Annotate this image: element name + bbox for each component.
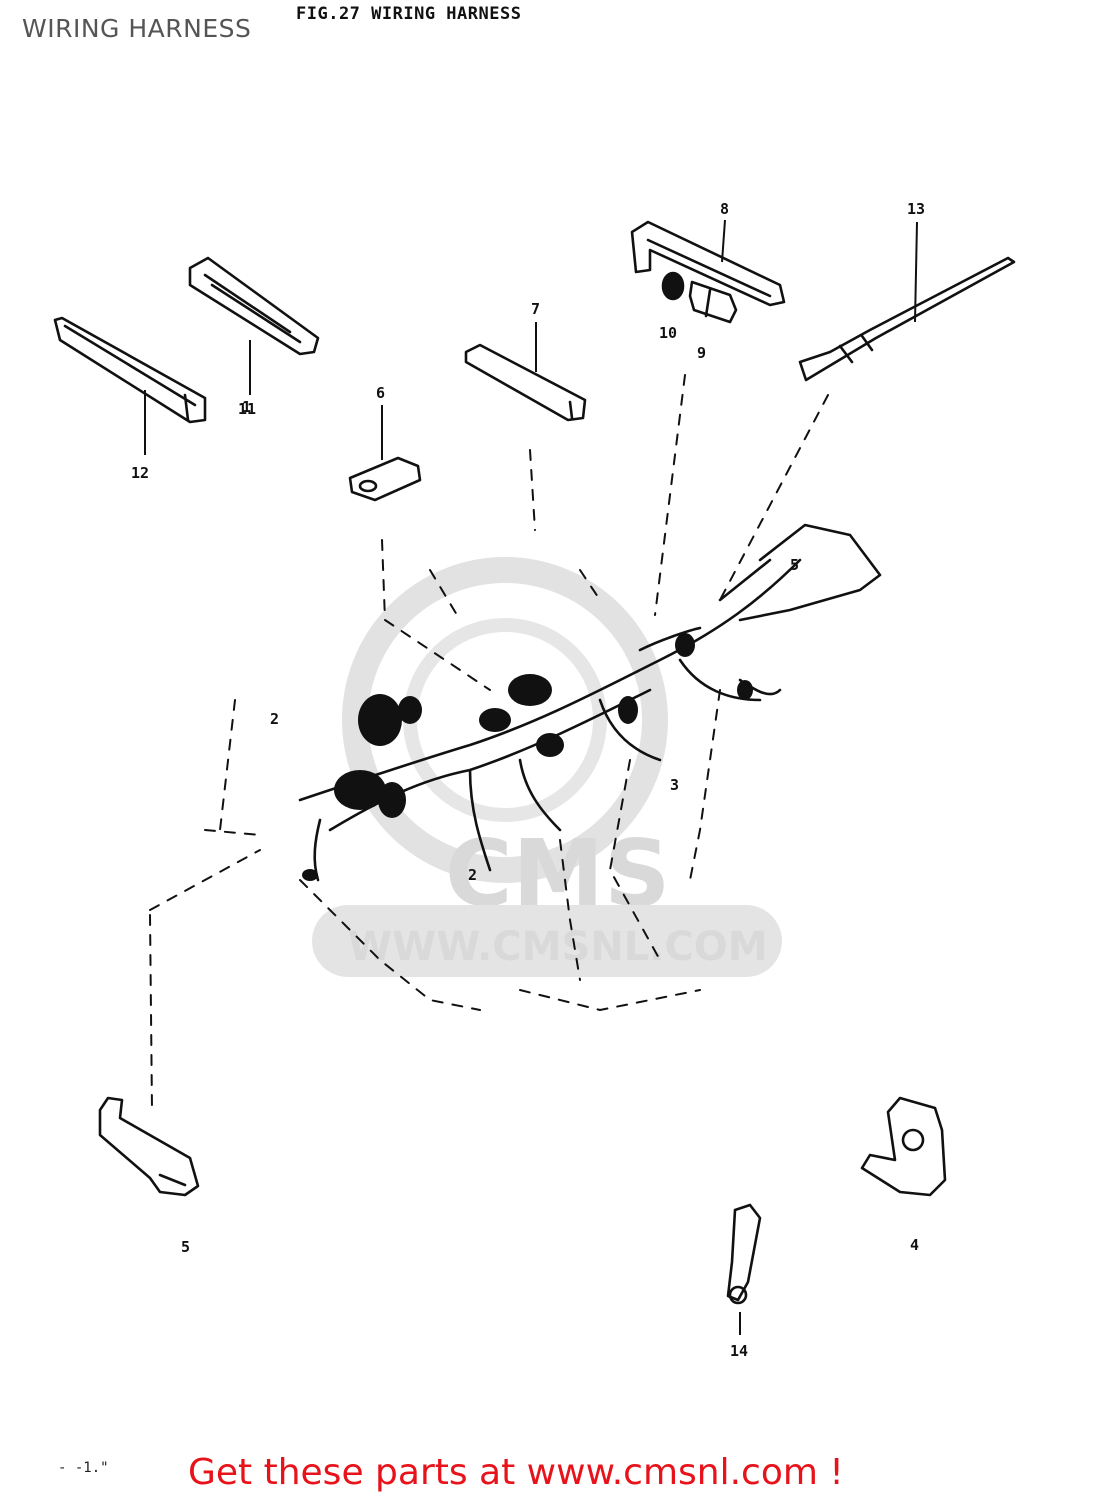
part-11-band <box>188 256 320 356</box>
promo-link[interactable]: Get these parts at www.cmsnl.com ! <box>188 1452 844 1493</box>
callout-14: 14 <box>730 1342 748 1360</box>
part-8-bracket <box>630 220 786 307</box>
watermark-url: WWW.CMSNL.COM <box>348 924 768 970</box>
callout-11: 11 <box>238 400 256 418</box>
harness-connectors <box>302 633 753 881</box>
part-12-clamp <box>53 316 207 424</box>
callout-10: 10 <box>659 324 677 342</box>
page-heading: WIRING HARNESS <box>22 14 252 43</box>
leader-lines <box>144 219 918 1335</box>
part-14-terminal <box>726 1203 762 1305</box>
part-7-cover <box>464 343 587 422</box>
callout-7: 7 <box>531 300 540 318</box>
callout-8: 8 <box>720 200 729 218</box>
callout-labels: 1 2 2 3 4 5 5 6 7 8 9 10 11 12 13 14 <box>131 200 925 1360</box>
callout-5a: 5 <box>181 1238 190 1256</box>
cms-watermark: CMS WWW.CMSNL.COM <box>312 557 782 977</box>
figure-title: FIG.27 WIRING HARNESS <box>296 4 522 24</box>
callout-2a: 2 <box>270 710 279 728</box>
part-5-clip <box>98 1096 200 1197</box>
callout-4: 4 <box>910 1236 919 1254</box>
callout-3: 3 <box>670 776 679 794</box>
part-6-clamp <box>348 456 422 502</box>
callout-6: 6 <box>376 384 385 402</box>
part-13-cable-tie <box>798 256 1016 382</box>
part-4-bracket <box>860 1096 947 1197</box>
callout-1: 1 <box>242 398 251 416</box>
callout-13: 13 <box>907 200 925 218</box>
frame-outline <box>149 374 829 1111</box>
watermark-badge <box>342 557 668 883</box>
part-9-bolt <box>688 280 738 324</box>
callout-12: 12 <box>131 464 149 482</box>
callout-2b: 2 <box>468 866 477 884</box>
callout-9: 9 <box>697 344 706 362</box>
part-10-washer <box>661 271 685 301</box>
page-number: - -1." <box>58 1460 109 1476</box>
callout-5b: 5 <box>790 556 799 574</box>
